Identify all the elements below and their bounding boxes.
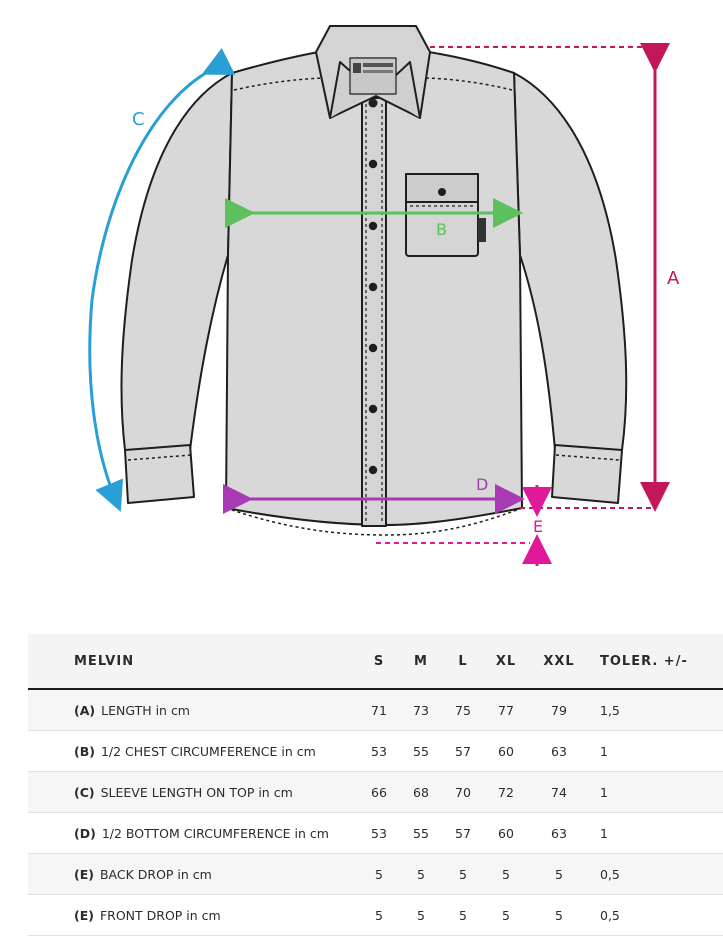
row-label-text: 1/2 BOTTOM CIRCUMFERENCE in cm [101,825,329,841]
row-label: (A) LENGTH in cm [28,689,358,731]
row-label-text: FRONT DROP in cm [99,907,221,923]
row-label: (E) BACK DROP in cm [28,853,358,895]
table-row: (E) BACK DROP in cm 5 5 5 5 5 0,5 [28,853,723,895]
table-row: (A) LENGTH in cm 71 73 75 77 79 1,5 [28,689,723,731]
label-c: C [132,109,145,130]
table-cell: 53 [358,730,400,772]
tolerance-cell: 1 [590,812,723,854]
table-header-row: MELVIN S M L XL XXL TOLER. +/- [28,634,723,690]
tolerance-cell: 0,5 [590,894,723,936]
table-cell: 53 [358,812,400,854]
table-cell: 55 [400,812,442,854]
shirt-diagram: A B C D E [88,25,680,566]
row-code: (A) [74,702,96,718]
size-table: MELVIN S M L XL XXL TOLER. +/- (A) LENGTH… [28,634,723,936]
row-label: (D) 1/2 BOTTOM CIRCUMFERENCE in cm [28,812,358,854]
right-sleeve [513,72,628,504]
label-e: E [533,517,543,536]
tolerance-cell: 0,5 [590,853,723,895]
table-cell: 71 [358,689,400,731]
table-row: (C) SLEEVE LENGTH ON TOP in cm 66 68 70 7… [28,771,723,813]
table-cell: 5 [400,894,442,936]
row-label-text: BACK DROP in cm [99,866,212,882]
table-cell: 5 [528,894,590,936]
header-size: XL [484,634,528,690]
row-label: (B) 1/2 CHEST CIRCUMFERENCE in cm [28,730,358,772]
table-row: (B) 1/2 CHEST CIRCUMFERENCE in cm 53 55 5… [28,730,723,772]
table-cell: 5 [484,894,528,936]
label-b: B [436,220,447,239]
table-cell: 5 [442,853,484,895]
table-cell: 60 [484,812,528,854]
table-row: (D)1/2 BOTTOM CIRCUMFERENCE in cm 53 55 … [28,812,723,854]
shirt-collar [315,25,431,119]
table-cell: 79 [528,689,590,731]
table-cell: 63 [528,730,590,772]
measure-d: D [223,475,525,514]
measure-c: C [88,47,236,512]
table-cell: 55 [400,730,442,772]
tolerance-cell: 1,5 [590,689,723,731]
table-cell: 5 [358,894,400,936]
table-cell: 73 [400,689,442,731]
table-cell: 74 [528,771,590,813]
table-row: (E) FRONT DROP in cm 5 5 5 5 5 0,5 [28,894,723,936]
header-size: XXL [528,634,590,690]
measure-a: A [430,43,680,512]
row-code: (E) [74,866,94,882]
left-sleeve [120,72,233,504]
table-cell: 5 [528,853,590,895]
row-code: (E) [74,907,94,923]
header-product-name: MELVIN [28,634,358,690]
tolerance-cell: 1 [590,771,723,813]
table-cell: 57 [442,812,484,854]
row-code: (B) [74,743,95,759]
header-size: S [358,634,400,690]
header-size: M [400,634,442,690]
table-cell: 77 [484,689,528,731]
table-cell: 5 [358,853,400,895]
row-label: (E) FRONT DROP in cm [28,894,358,936]
shirt-body [225,49,523,536]
header-tolerance: TOLER. +/- [590,634,723,690]
row-label-text: 1/2 CHEST CIRCUMFERENCE in cm [100,743,316,759]
tolerance-cell: 1 [590,730,723,772]
table-cell: 70 [442,771,484,813]
table-cell: 72 [484,771,528,813]
table-cell: 68 [400,771,442,813]
measure-e: E [376,485,552,566]
label-d: D [476,475,488,494]
table-cell: 57 [442,730,484,772]
label-a: A [667,268,680,289]
row-label-text: SLEEVE LENGTH ON TOP in cm [100,784,293,800]
table-cell: 60 [484,730,528,772]
table-cell: 75 [442,689,484,731]
row-code: (C) [74,784,95,800]
row-label-text: LENGTH in cm [101,702,190,718]
row-label: (C) SLEEVE LENGTH ON TOP in cm [28,771,358,813]
chest-pocket [405,173,486,257]
measure-b: B [225,198,523,239]
header-size: L [442,634,484,690]
row-code: (D) [74,825,96,841]
table-cell: 63 [528,812,590,854]
table-cell: 5 [442,894,484,936]
table-cell: 66 [358,771,400,813]
table-cell: 5 [484,853,528,895]
table-cell: 5 [400,853,442,895]
